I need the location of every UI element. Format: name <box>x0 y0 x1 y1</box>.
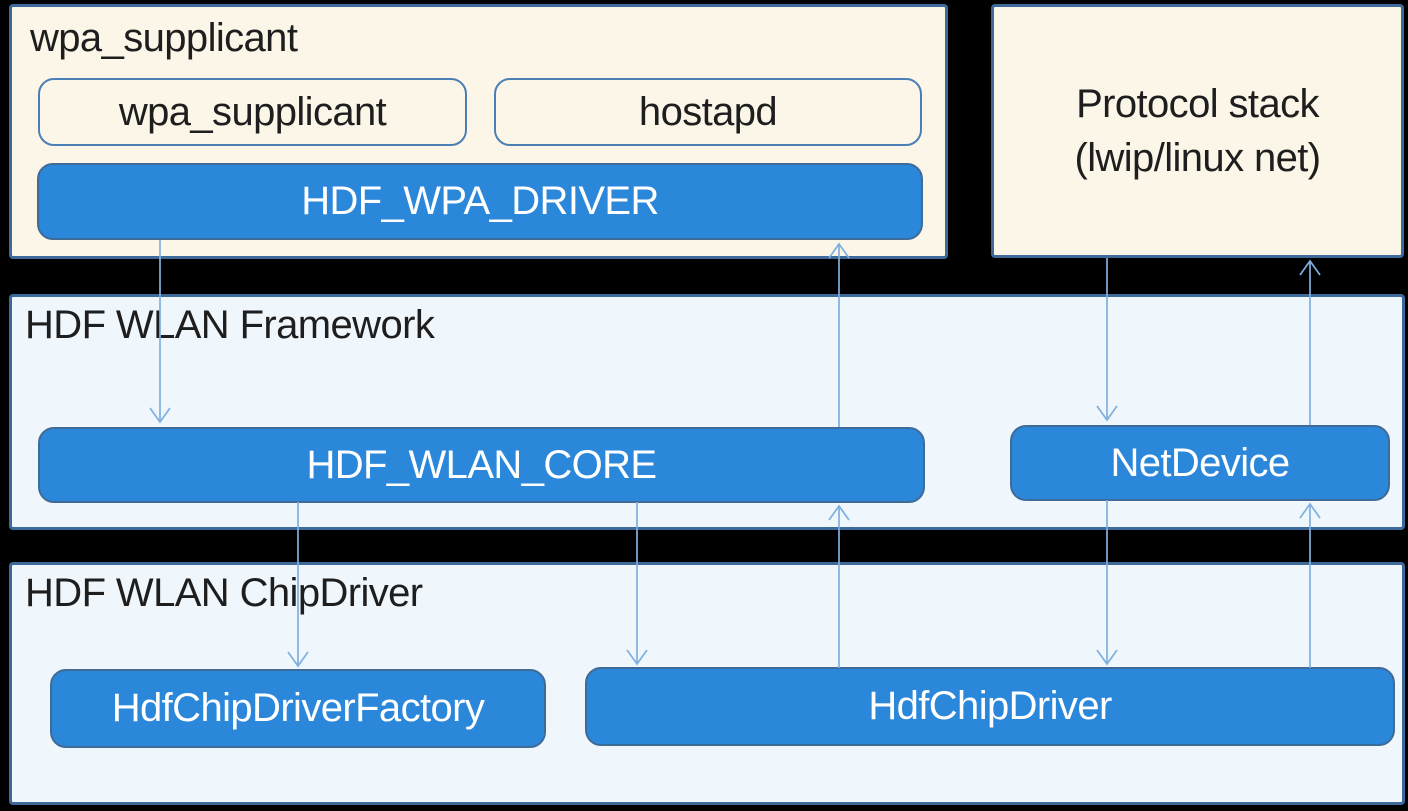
node-netdevice-label: NetDevice <box>1110 440 1290 485</box>
node-hdfchipdriverfactory: HdfChipDriverFactory <box>50 669 546 748</box>
hdf-wlan-framework-title: HDF WLAN Framework <box>25 303 435 347</box>
protocol-stack-label: Protocol stack (lwip/linux net) <box>1074 77 1321 185</box>
node-hostapd-label: hostapd <box>638 89 778 134</box>
node-hdfchipdriverfactory-label: HdfChipDriverFactory <box>111 686 485 730</box>
node-hdf-wlan-core: HDF_WLAN_CORE <box>38 427 925 503</box>
node-hdf-wpa-driver-label: HDF_WPA_DRIVER <box>301 179 659 223</box>
hdf-wlan-chipdriver-title: HDF WLAN ChipDriver <box>25 571 423 615</box>
protocol-stack-label-line1: Protocol stack <box>1076 82 1319 126</box>
node-hdf-wlan-core-label: HDF_WLAN_CORE <box>306 442 657 487</box>
protocol-stack-label-line2: (lwip/linux net) <box>1074 136 1321 180</box>
node-hostapd: hostapd <box>494 78 922 146</box>
node-wpa-supplicant: wpa_supplicant <box>38 78 467 146</box>
node-netdevice: NetDevice <box>1010 425 1390 501</box>
node-hdf-wpa-driver: HDF_WPA_DRIVER <box>37 163 923 240</box>
protocol-stack-box: Protocol stack (lwip/linux net) <box>991 4 1404 258</box>
node-hdfchipdriver-label: HdfChipDriver <box>868 684 1112 728</box>
node-hdfchipdriver: HdfChipDriver <box>585 667 1395 746</box>
wpa-supplicant-group-title: wpa_supplicant <box>30 16 298 60</box>
node-wpa-supplicant-label: wpa_supplicant <box>118 89 387 134</box>
